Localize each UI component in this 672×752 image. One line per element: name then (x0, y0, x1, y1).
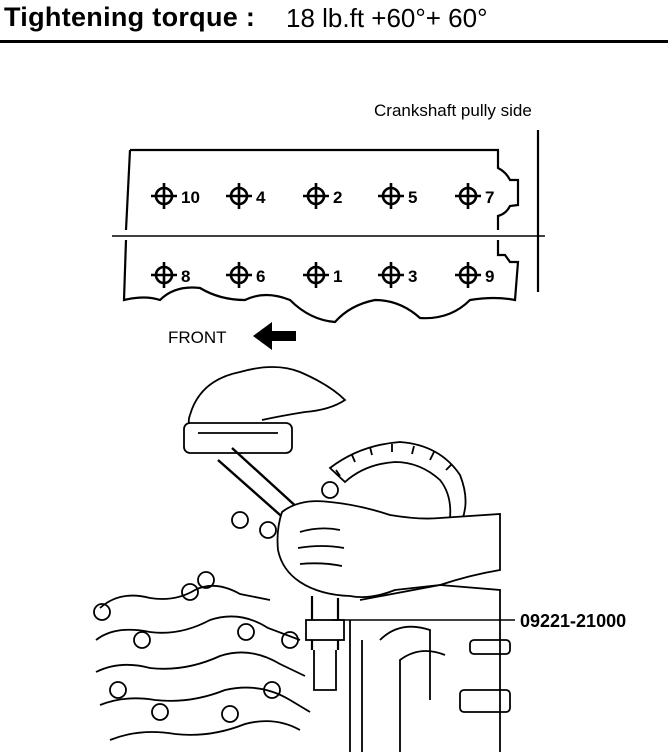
bolt-5 (378, 183, 404, 209)
bolt-number: 3 (408, 267, 417, 286)
wrench-hand-illustration (93, 366, 511, 752)
tool-number-label: 09221-21000 (520, 611, 626, 631)
bolt-2 (303, 183, 329, 209)
bolt-number: 7 (485, 188, 494, 207)
bolt-number: 2 (333, 188, 342, 207)
upper-bolt-row (151, 183, 481, 209)
front-arrow-icon (253, 322, 296, 350)
bolt-number: 9 (485, 267, 494, 286)
header-bar: Tightening torque : 18 lb.ft +60°+ 60° (0, 0, 668, 43)
torque-label: Tightening torque : (4, 2, 256, 32)
bolt-1 (303, 262, 329, 288)
bolt-10 (151, 183, 177, 209)
bolt-number: 10 (181, 188, 200, 207)
bolt-number: 8 (181, 267, 190, 286)
bolt-8 (151, 262, 177, 288)
bolt-9 (455, 262, 481, 288)
bolt-3 (378, 262, 404, 288)
bolt-7 (455, 183, 481, 209)
bolt-number: 6 (256, 267, 265, 286)
cylinder-head-outline (112, 130, 545, 324)
bolt-number: 1 (333, 267, 342, 286)
crankshaft-side-label: Crankshaft pully side (374, 101, 532, 120)
bolt-number: 4 (256, 188, 266, 207)
bolt-4 (226, 183, 252, 209)
torque-value: 18 lb.ft +60°+ 60° (286, 3, 488, 33)
front-label: FRONT (168, 328, 227, 347)
bolt-number: 5 (408, 188, 417, 207)
lower-bolt-row (151, 262, 481, 288)
bolt-6 (226, 262, 252, 288)
